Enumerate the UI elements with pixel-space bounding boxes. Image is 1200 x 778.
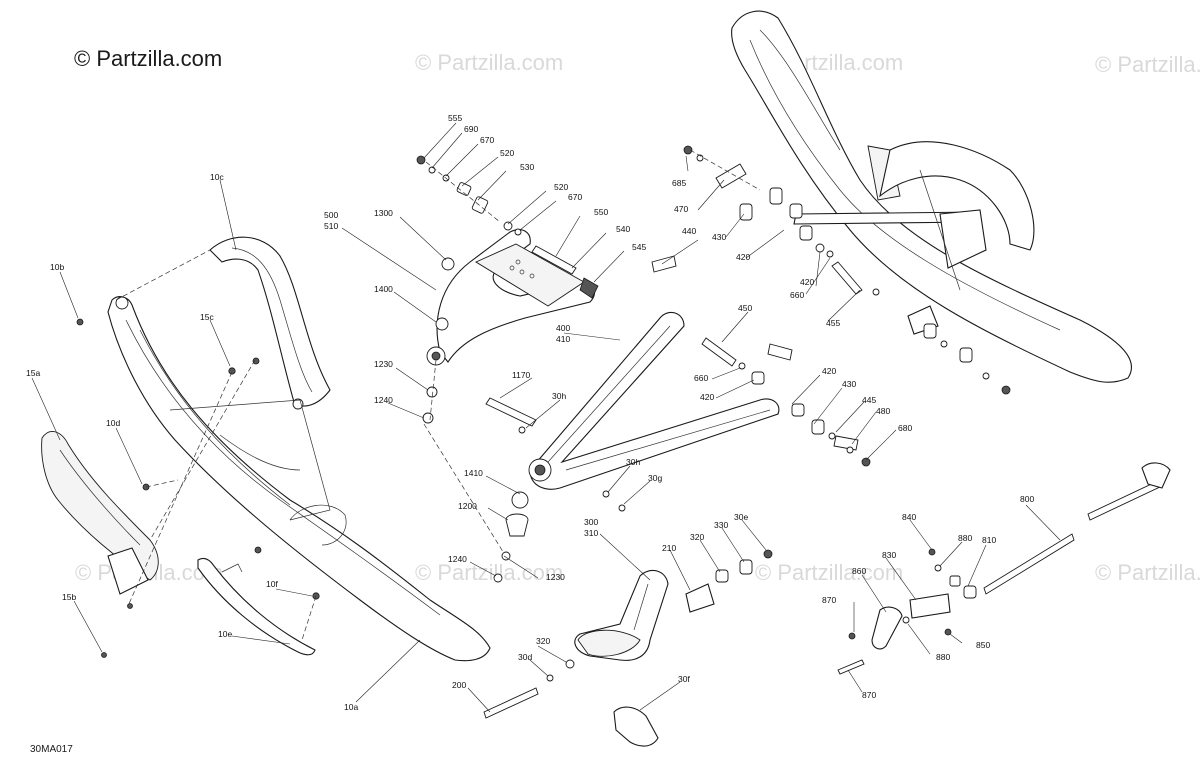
callout-15a: 15a (26, 368, 40, 378)
callout-870: 870 (862, 690, 876, 700)
callout-520: 520 (500, 148, 514, 158)
upper-a-arm (416, 155, 599, 556)
callout-1410: 1410 (464, 468, 483, 478)
callout-445: 445 (862, 395, 876, 405)
callout-420: 420 (822, 366, 836, 376)
callout-860: 860 (852, 566, 866, 576)
callout-320: 320 (690, 532, 704, 542)
callout-510: 510 (324, 221, 338, 231)
callout-410: 410 (556, 334, 570, 344)
lower-a-arm (485, 311, 871, 583)
callout-200: 200 (452, 680, 466, 690)
callout-1170: 1170 (512, 370, 531, 380)
callout-30h: 30h (552, 391, 566, 401)
callout-1240: 1240 (448, 554, 467, 564)
diagram-reference-code: 30MA017 (30, 744, 73, 755)
callout-440: 440 (682, 226, 696, 236)
callout-10b: 10b (50, 262, 64, 272)
callout-830: 830 (882, 550, 896, 560)
callout-660: 660 (790, 290, 804, 300)
callout-480: 480 (876, 406, 890, 416)
ski-handle (209, 236, 331, 407)
callout-550: 550 (594, 207, 608, 217)
callout-420: 420 (736, 252, 750, 262)
callout-430: 430 (712, 232, 726, 242)
callout-500: 500 (324, 210, 338, 220)
watermark: © Partzilla.com (415, 50, 563, 75)
callout-10c: 10c (210, 172, 224, 182)
callout-810: 810 (982, 535, 996, 545)
callout-10f: 10f (266, 579, 278, 589)
callout-330: 330 (714, 520, 728, 530)
callout-1230: 1230 (546, 572, 565, 582)
callout-670: 670 (480, 135, 494, 145)
callout-420: 420 (800, 277, 814, 287)
callout-420: 420 (700, 392, 714, 402)
steering-tie-rod (837, 462, 1171, 675)
callout-450: 450 (738, 303, 752, 313)
callout-labels: 10c 10b 15c 15a 10d 10f 10e 15b 10a 555 … (26, 113, 1034, 712)
copyright-notice: © Partzilla.com (74, 46, 223, 71)
ski-skid-plate (41, 431, 159, 581)
callout-320: 320 (536, 636, 550, 646)
callout-520: 520 (554, 182, 568, 192)
callout-670: 670 (568, 192, 582, 202)
callout-10e: 10e (218, 629, 232, 639)
callout-880: 880 (936, 652, 950, 662)
callout-15c: 15c (200, 312, 214, 322)
callout-310: 310 (584, 528, 598, 538)
watermark: © Partzilla.com (755, 560, 903, 585)
callout-leaders (31, 122, 1061, 713)
callout-660: 660 (694, 373, 708, 383)
callout-455: 455 (826, 318, 840, 328)
callout-470: 470 (674, 204, 688, 214)
left-ski-assembly (41, 236, 491, 662)
callout-30f: 30f (678, 674, 690, 684)
callout-10a: 10a (344, 702, 358, 712)
callout-690: 690 (464, 124, 478, 134)
callout-1240: 1240 (374, 395, 393, 405)
ski-body (107, 296, 491, 662)
callout-1200: 1200 (458, 501, 477, 511)
callout-400: 400 (556, 323, 570, 333)
callout-880: 880 (958, 533, 972, 543)
callout-15b: 15b (62, 592, 76, 602)
callout-1400: 1400 (374, 284, 393, 294)
callout-870: 870 (822, 595, 836, 605)
callout-840: 840 (902, 512, 916, 522)
callout-800: 800 (1020, 494, 1034, 504)
ski-hardware (76, 318, 320, 658)
callout-30e: 30e (734, 512, 748, 522)
right-ski-assembly (651, 10, 1133, 395)
callout-430: 430 (842, 379, 856, 389)
callout-1300: 1300 (374, 208, 393, 218)
callout-30g: 30g (648, 473, 662, 483)
callout-30h: 30h (626, 457, 640, 467)
watermark: © Partzilla.com (1095, 52, 1200, 77)
callout-10d: 10d (106, 418, 120, 428)
callout-30d: 30d (518, 652, 532, 662)
callout-1230: 1230 (374, 359, 393, 369)
spindle (483, 549, 773, 747)
callout-300: 300 (584, 517, 598, 527)
callout-545: 545 (632, 242, 646, 252)
callout-210: 210 (662, 543, 676, 553)
callout-530: 530 (520, 162, 534, 172)
callout-685: 685 (672, 178, 686, 188)
callout-555: 555 (448, 113, 462, 123)
callout-540: 540 (616, 224, 630, 234)
callout-680: 680 (898, 423, 912, 433)
callout-850: 850 (976, 640, 990, 650)
watermark: © Partzilla.com (1095, 560, 1200, 585)
runner-wear-bar (197, 557, 316, 656)
